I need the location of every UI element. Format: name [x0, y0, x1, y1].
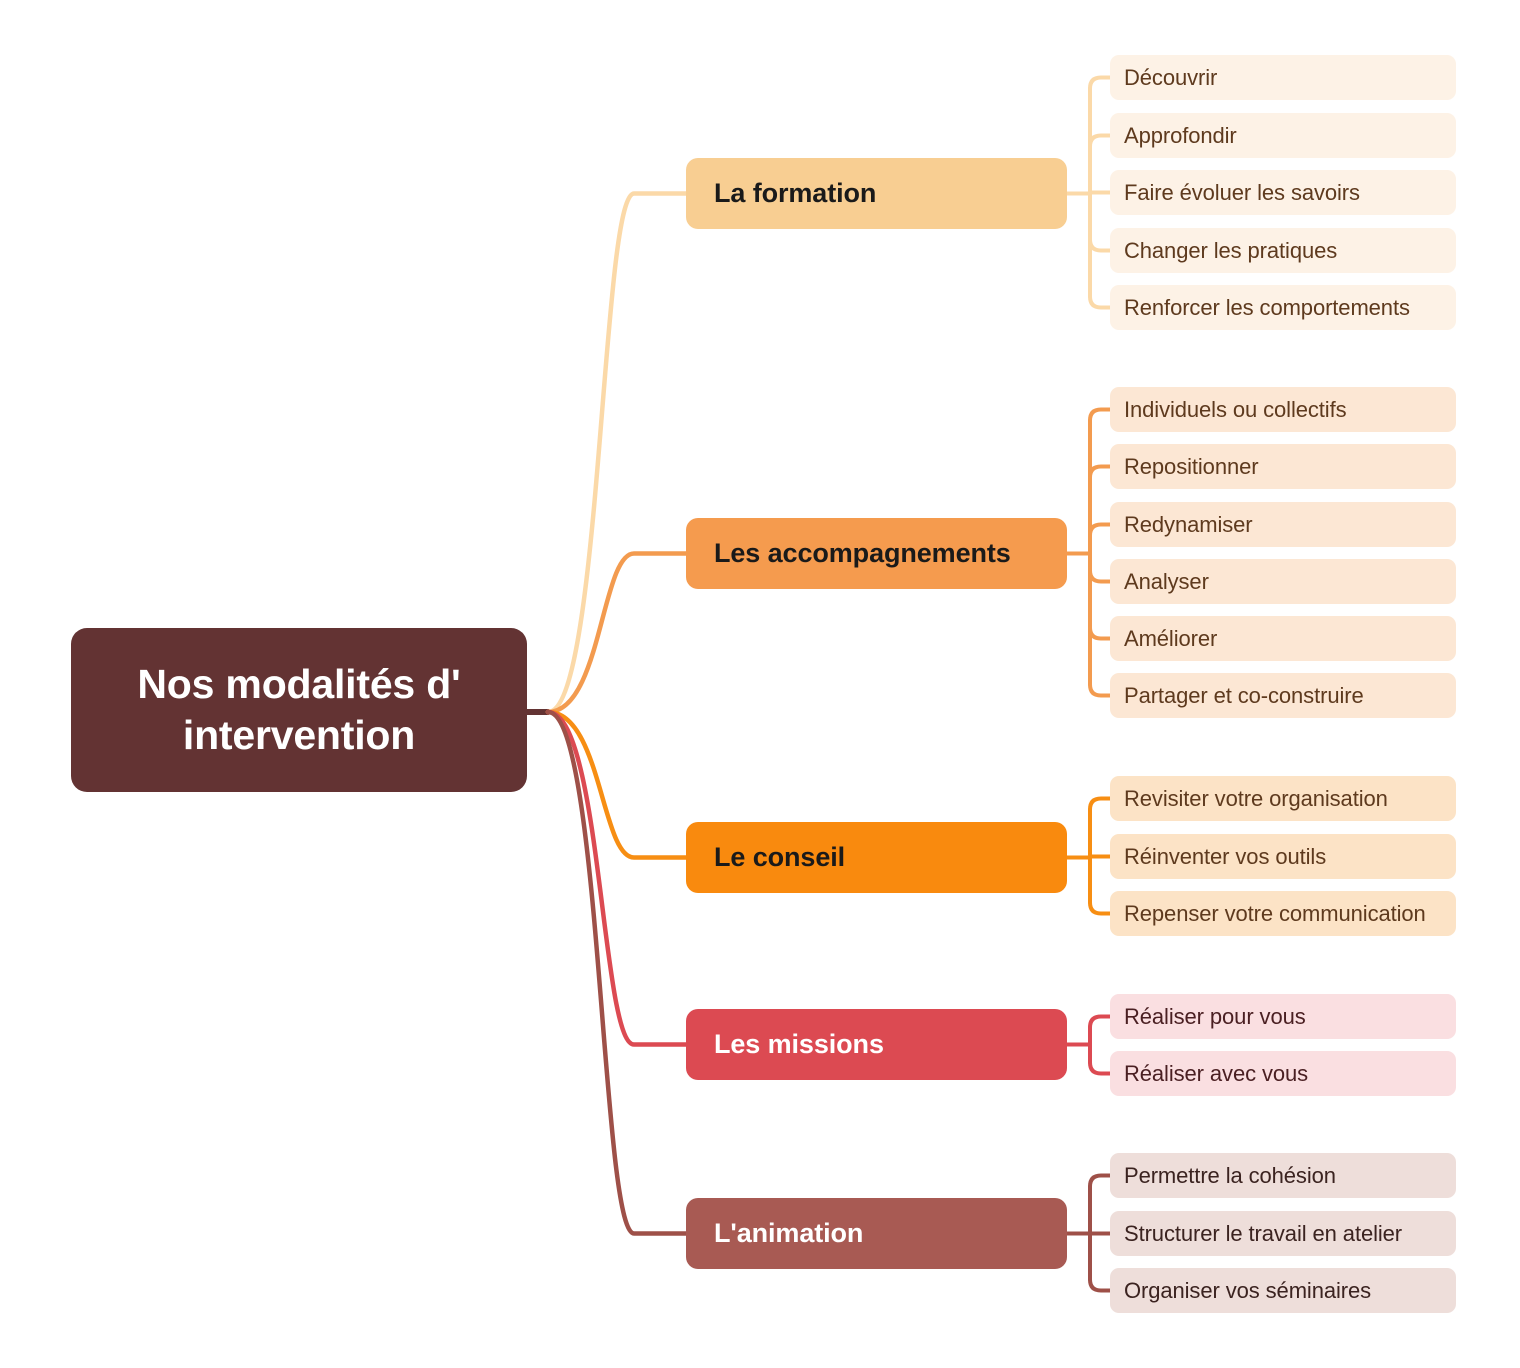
- branch-node-label: Le conseil: [714, 842, 846, 872]
- root-node-label: Nos modalités d' intervention: [137, 661, 461, 758]
- leaf-node-approfondir[interactable]: Approfondir: [1110, 113, 1456, 158]
- leaf-node-label: Améliorer: [1124, 625, 1218, 651]
- leaf-node-repenser-votre-communication[interactable]: Repenser votre communication: [1110, 891, 1456, 936]
- leaf-node-label: Réinventer vos outils: [1124, 843, 1327, 869]
- leaf-node-redynamiser[interactable]: Redynamiser: [1110, 502, 1456, 547]
- leaf-node-label: Redynamiser: [1124, 511, 1253, 537]
- leaf-node-label: Repenser votre communication: [1124, 900, 1426, 926]
- leaf-node-repositionner[interactable]: Repositionner: [1110, 444, 1456, 489]
- branch-node-les-accompagnements[interactable]: Les accompagnements: [686, 518, 1067, 589]
- branch-node-label: Les accompagnements: [714, 538, 1011, 568]
- branch-node-le-conseil[interactable]: Le conseil: [686, 822, 1067, 893]
- leaf-node-organiser-vos-seminaires[interactable]: Organiser vos séminaires: [1110, 1268, 1456, 1313]
- leaf-node-partager-et-co-construire[interactable]: Partager et co-construire: [1110, 673, 1456, 718]
- leaf-node-label: Réaliser avec vous: [1124, 1060, 1309, 1086]
- leaf-node-label: Repositionner: [1124, 453, 1259, 479]
- leaf-node-realiser-avec-vous[interactable]: Réaliser avec vous: [1110, 1051, 1456, 1096]
- leaf-node-label: Revisiter votre organisation: [1124, 785, 1388, 811]
- leaf-node-permettre-la-cohesion[interactable]: Permettre la cohésion: [1110, 1153, 1456, 1198]
- leaf-node-analyser[interactable]: Analyser: [1110, 559, 1456, 604]
- leaf-node-label: Partager et co-construire: [1124, 682, 1364, 708]
- branch-node-label: Les missions: [714, 1029, 884, 1059]
- branch-node-la-formation[interactable]: La formation: [686, 158, 1067, 229]
- leaf-node-label: Réaliser pour vous: [1124, 1003, 1306, 1029]
- leaf-node-label: Organiser vos séminaires: [1124, 1277, 1372, 1303]
- leaf-node-ameliorer[interactable]: Améliorer: [1110, 616, 1456, 661]
- leaf-node-label: Faire évoluer les savoirs: [1124, 179, 1360, 205]
- leaf-node-renforcer-les-comportements[interactable]: Renforcer les comportements: [1110, 285, 1456, 330]
- leaf-node-label: Changer les pratiques: [1124, 237, 1338, 263]
- leaf-node-decouvrir[interactable]: Découvrir: [1110, 55, 1456, 100]
- leaf-node-changer-les-pratiques[interactable]: Changer les pratiques: [1110, 228, 1456, 273]
- leaf-node-label: Structurer le travail en atelier: [1124, 1220, 1403, 1246]
- leaf-node-realiser-pour-vous[interactable]: Réaliser pour vous: [1110, 994, 1456, 1039]
- leaf-node-faire-evoluer-les-savoirs[interactable]: Faire évoluer les savoirs: [1110, 170, 1456, 215]
- leaf-node-structurer-le-travail-en-atelier[interactable]: Structurer le travail en atelier: [1110, 1211, 1456, 1256]
- leaf-node-label: Permettre la cohésion: [1124, 1162, 1336, 1188]
- leaf-node-label: Analyser: [1124, 568, 1209, 594]
- leaf-node-label: Approfondir: [1124, 122, 1237, 148]
- root-node[interactable]: Nos modalités d' intervention: [71, 628, 527, 792]
- branch-node-l-animation[interactable]: L'animation: [686, 1198, 1067, 1269]
- leaf-node-label: Renforcer les comportements: [1124, 294, 1410, 320]
- branch-node-label: La formation: [714, 178, 877, 208]
- leaf-node-individuels-ou-collectifs[interactable]: Individuels ou collectifs: [1110, 387, 1456, 432]
- leaf-node-label: Individuels ou collectifs: [1124, 396, 1347, 422]
- branch-node-les-missions[interactable]: Les missions: [686, 1009, 1067, 1080]
- leaf-node-label: Découvrir: [1124, 64, 1218, 90]
- leaf-node-revisiter-votre-organisation[interactable]: Revisiter votre organisation: [1110, 776, 1456, 821]
- branch-node-label: L'animation: [714, 1218, 864, 1248]
- leaf-node-reinventer-vos-outils[interactable]: Réinventer vos outils: [1110, 834, 1456, 879]
